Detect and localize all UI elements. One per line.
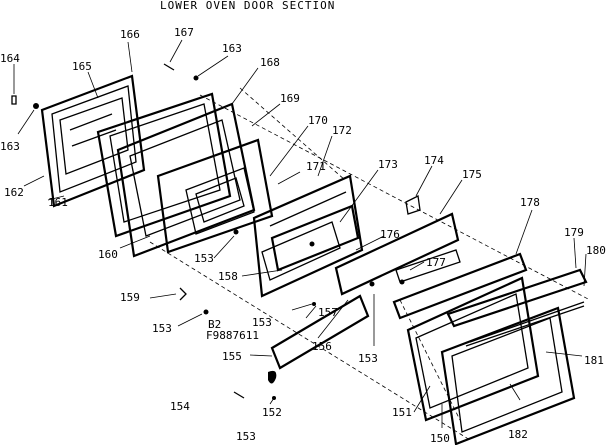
diagram-title: LOWER OVEN DOOR SECTION <box>160 0 335 12</box>
label-160: 160 <box>98 248 118 261</box>
label-163-top: 163 <box>222 42 242 55</box>
part-170-window-frame <box>156 138 274 254</box>
part-177-strip <box>395 249 461 283</box>
label-168: 168 <box>260 56 280 69</box>
part-labels: 164 163 162 161 160 159 153 155 154 153 … <box>0 26 606 445</box>
part-code-line-1: B2 <box>208 318 221 331</box>
label-171: 171 <box>306 160 326 173</box>
label-153-c: 153 <box>194 252 214 265</box>
label-163-left: 163 <box>0 140 20 153</box>
label-153-e: 153 <box>358 352 378 365</box>
label-176: 176 <box>380 228 400 241</box>
label-174: 174 <box>424 154 444 167</box>
hardware-screws <box>11 63 421 400</box>
leader-lines <box>13 39 587 428</box>
part-151-door-glass <box>406 276 540 422</box>
label-173: 173 <box>378 158 398 171</box>
label-175: 175 <box>462 168 482 181</box>
label-164: 164 <box>0 52 20 65</box>
label-170: 170 <box>308 114 328 127</box>
label-152: 152 <box>262 406 282 419</box>
label-166: 166 <box>120 28 140 41</box>
part-182-gasket <box>440 306 576 445</box>
part-155-bottom-strip <box>270 294 370 370</box>
label-165: 165 <box>72 60 92 73</box>
part-code-line-2: F9887611 <box>206 329 259 342</box>
part-173-glass-panel <box>270 204 360 272</box>
label-154: 154 <box>170 400 190 413</box>
label-158: 158 <box>218 270 238 283</box>
part-178-window-glass <box>392 252 528 320</box>
label-153-a: 153 <box>152 322 172 335</box>
label-159: 159 <box>120 291 140 304</box>
label-153-d: 153 <box>252 316 272 329</box>
label-172: 172 <box>332 124 352 137</box>
label-167: 167 <box>174 26 194 39</box>
part-172-inner-liner <box>252 174 364 298</box>
label-179: 179 <box>564 226 584 239</box>
part-161-outer-door-panel <box>40 74 146 208</box>
label-178: 178 <box>520 196 540 209</box>
label-161: 161 <box>48 196 68 209</box>
part-175-insulation <box>334 212 460 296</box>
label-169: 169 <box>280 92 300 105</box>
label-182: 182 <box>508 428 528 441</box>
label-180: 180 <box>586 244 606 257</box>
label-157: 157 <box>318 306 338 319</box>
label-162: 162 <box>4 186 24 199</box>
label-155: 155 <box>222 350 242 363</box>
label-177: 177 <box>426 256 446 269</box>
part-166-door-frame <box>96 92 232 238</box>
label-150: 150 <box>430 432 450 445</box>
label-181: 181 <box>584 354 604 367</box>
label-156: 156 <box>312 340 332 353</box>
label-151: 151 <box>392 406 412 419</box>
label-153-b: 153 <box>236 430 256 443</box>
